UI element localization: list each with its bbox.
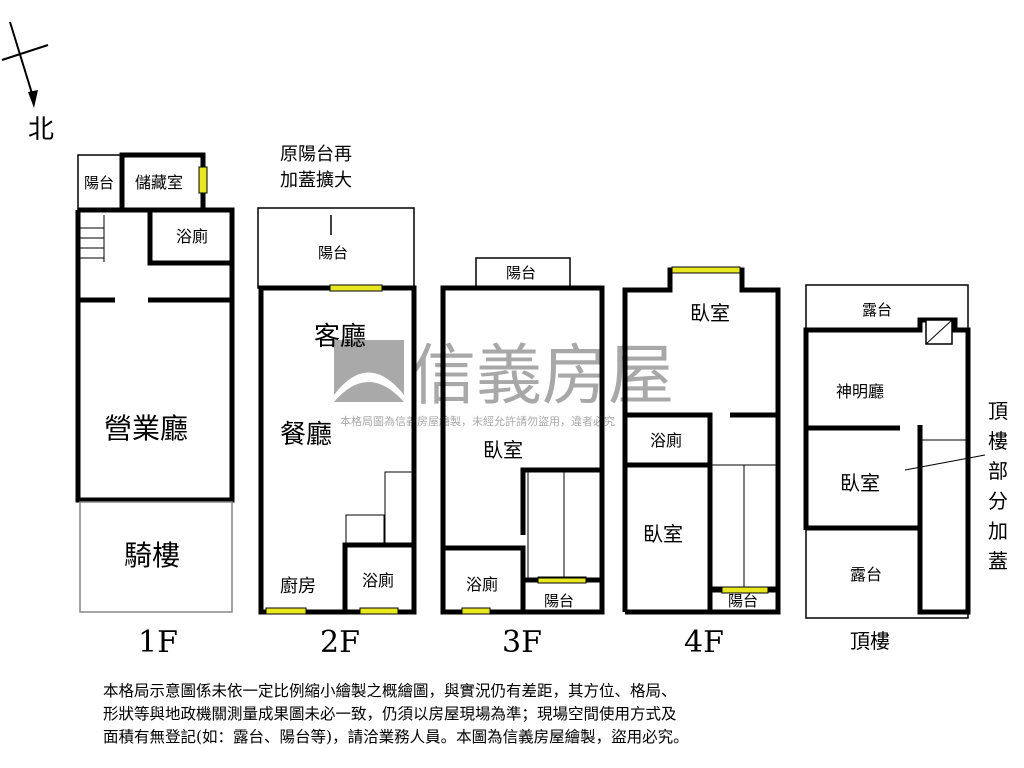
floor-3f	[440, 257, 605, 615]
watermark-notice: 本格局圖為信義房屋繪製，未經允許請勿盜用，違者必究	[340, 414, 615, 428]
annotation-2f-line1: 原陽台再	[280, 144, 352, 165]
room-label: 臥室	[690, 301, 730, 325]
disclaimer-line: 本格局示意圖係未依一定比例縮小繪製之概繪圖，與實況仍有差距，其方位、格局、	[103, 682, 677, 700]
room-label: 客廳	[314, 322, 366, 352]
room-label: 露台	[850, 565, 882, 584]
room-label: 餐廳	[280, 420, 332, 450]
room-label: 陽台	[728, 592, 758, 610]
annotation-2f-line2: 加蓋擴大	[280, 170, 352, 191]
floor-label-4f: 4F	[684, 625, 724, 660]
room-label: 浴廁	[176, 227, 208, 246]
room-label: 營業廳	[104, 412, 188, 445]
disclaimer-line: 形狀等與地政機關測量成果圖未必一致，仍須以房屋現場為準；現場空間使用方式及	[103, 705, 677, 723]
room-label: 臥室	[643, 522, 683, 546]
floor-1f	[75, 152, 235, 613]
floor-label-3f: 3F	[502, 625, 542, 660]
annotation-roof-char: 加	[988, 519, 1008, 543]
room-label: 廚房	[280, 575, 316, 597]
watermark-brand: 信義房屋	[410, 337, 674, 414]
disclaimer-line: 面積有無登記(如：露台、陽台等)，請洽業務人員。本圖為信義房屋繪製，盜用必究。	[103, 728, 689, 746]
annotation-roof-char: 頂	[988, 399, 1008, 423]
room-label: 露台	[862, 301, 892, 319]
room-label: 浴廁	[466, 575, 498, 594]
floor-label-2f: 2F	[320, 625, 360, 660]
north-arrow-icon	[1, 21, 49, 108]
floor-2f	[257, 207, 417, 615]
room-label: 陽台	[506, 264, 536, 282]
room-label: 浴廁	[650, 431, 682, 450]
room-label: 陽台	[544, 592, 574, 610]
room-label: 騎樓	[124, 539, 180, 572]
floor-4f	[622, 266, 781, 615]
room-label: 臥室	[483, 438, 523, 462]
room-label: 陽台	[84, 174, 114, 192]
annotation-roof: 頂 樓 部 分 加 蓋	[988, 399, 1008, 573]
north-label: 北	[28, 115, 54, 145]
floor-roof	[803, 284, 986, 619]
floor-label-roof: 頂樓	[850, 629, 890, 653]
annotation-roof-char: 部	[988, 459, 1008, 483]
annotation-roof-char: 分	[988, 489, 1008, 513]
room-label: 臥室	[840, 471, 880, 495]
floor-label-1f: 1F	[138, 625, 178, 660]
room-label: 陽台	[318, 244, 348, 262]
room-label: 浴廁	[362, 571, 394, 590]
annotation-roof-char: 樓	[988, 429, 1008, 453]
room-label: 神明廳	[836, 382, 884, 401]
room-label: 儲藏室	[135, 173, 183, 192]
disclaimer: 本格局示意圖係未依一定比例縮小繪製之概繪圖，與實況仍有差距，其方位、格局、 形狀…	[103, 680, 903, 749]
sinyi-logo-icon	[334, 340, 404, 402]
annotation-roof-char: 蓋	[988, 549, 1008, 573]
